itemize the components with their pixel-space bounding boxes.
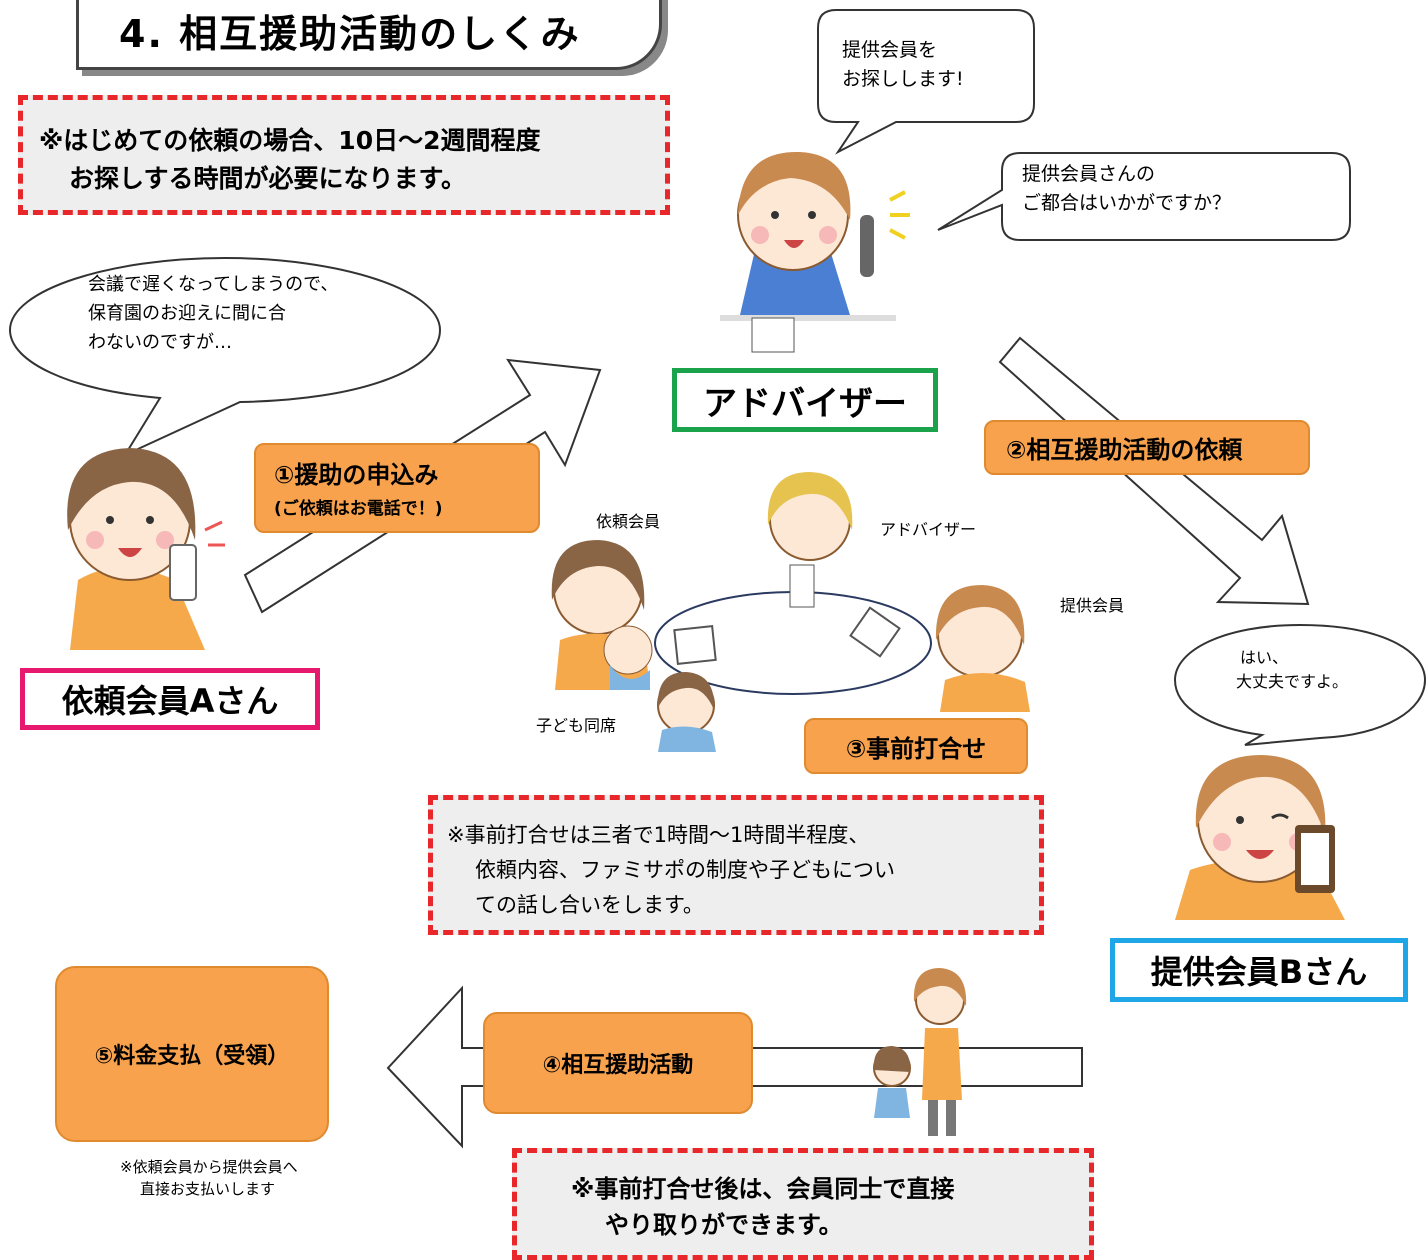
activity-figures bbox=[873, 968, 967, 1136]
provider-bubble-line1: はい、 bbox=[1240, 648, 1289, 667]
page-title: 4. 相互援助活動のしくみ bbox=[119, 12, 581, 56]
meeting-provider-figure bbox=[935, 585, 1030, 712]
top-note-line1: ※はじめての依頼の場合、10日〜2週間程度 bbox=[39, 126, 541, 155]
payment-note-line1: ※依頼会員から提供会員へ bbox=[120, 1158, 298, 1176]
meeting-paper1-shape bbox=[673, 625, 717, 665]
adviser-label: アドバイザー bbox=[672, 368, 938, 432]
meeting-child-label: 子ども同席 bbox=[536, 716, 617, 735]
adviser-label-text: アドバイザー bbox=[703, 383, 907, 424]
meeting-note-line2: 依頼内容、ファミサポの制度や子どもについ bbox=[475, 858, 895, 882]
provider-bubble: はい、 大丈夫ですよ。 bbox=[1236, 646, 1349, 694]
payment-note-line2: 直接お支払いします bbox=[140, 1180, 276, 1198]
meeting-requester-label: 依頼会員 bbox=[596, 512, 661, 531]
adviser-bubble1-shape bbox=[817, 9, 1035, 155]
title-box: 4. 相互援助活動のしくみ bbox=[76, 0, 662, 70]
meeting-note: ※事前打合せは三者で1時間〜1時間半程度、 依頼内容、ファミサポの制度や子どもに… bbox=[428, 795, 1044, 935]
top-note-line2: お探しする時間が必要になります。 bbox=[69, 164, 467, 193]
step5-label: ⑤料金支払（受領） bbox=[94, 1044, 290, 1069]
requester-bubble-shape bbox=[8, 256, 442, 458]
step1-box: ①援助の申込み (ご依頼はお電話で！) bbox=[254, 443, 540, 533]
adviser-bubble2-line1: 提供会員さんの bbox=[1022, 163, 1156, 185]
step1-label: ①援助の申込み bbox=[274, 461, 439, 489]
requester-bubble-line1: 会議で遅くなってしまうので、 bbox=[88, 274, 339, 295]
requester-figure bbox=[67, 448, 225, 650]
step1-sublabel: (ご依頼はお電話で！) bbox=[274, 499, 443, 519]
top-note: ※はじめての依頼の場合、10日〜2週間程度 お探しする時間が必要になります。 bbox=[18, 95, 670, 215]
meeting-provider-label: 提供会員 bbox=[1060, 596, 1125, 615]
adviser-bubble1-line2: お探しします! bbox=[842, 68, 964, 90]
step3-box: ③事前打合せ bbox=[804, 718, 1028, 774]
step3-label: ③事前打合せ bbox=[845, 734, 987, 763]
adviser-bubble1-line1: 提供会員を bbox=[842, 39, 938, 61]
meeting-adviser-label: アドバイザー bbox=[880, 520, 977, 539]
meeting-requester-figure bbox=[551, 540, 653, 690]
step4-label: ④相互援助活動 bbox=[542, 1053, 694, 1078]
meeting-adviser-figure bbox=[767, 472, 853, 608]
payment-note: ※依頼会員から提供会員へ 直接お支払いします bbox=[120, 1156, 298, 1200]
meeting-child-figure bbox=[657, 672, 716, 752]
adviser-bubble2-shape bbox=[937, 152, 1351, 241]
requester-bubble: 会議で遅くなってしまうので、 保育園のお迎えに間に合 わないのですが… bbox=[88, 270, 338, 357]
requester-bubble-line2: 保育園のお迎えに間に合 bbox=[88, 303, 286, 324]
requester-label-text: 依頼会員Aさん bbox=[61, 682, 279, 720]
step4-box: ④相互援助活動 bbox=[483, 1012, 753, 1114]
after-note: ※事前打合せ後は、会員同士で直接 やり取りができます。 bbox=[512, 1148, 1094, 1260]
after-note-line2: やり取りができます。 bbox=[605, 1211, 843, 1239]
meeting-paper2-shape bbox=[849, 606, 901, 658]
requester-bubble-line3: わないのですが… bbox=[88, 332, 232, 353]
adviser-figure bbox=[720, 151, 910, 353]
provider-bubble-line2: 大丈夫ですよ。 bbox=[1236, 672, 1349, 691]
requester-label: 依頼会員Aさん bbox=[20, 668, 320, 730]
adviser-bubble2-line2: ご都合はいかがですか？ bbox=[1022, 192, 1232, 214]
step5-box: ⑤料金支払（受領） bbox=[55, 966, 329, 1142]
provider-figure bbox=[1175, 755, 1345, 920]
meeting-note-line3: ての話し合いをします。 bbox=[475, 893, 704, 917]
meeting-note-line1: ※事前打合せは三者で1時間〜1時間半程度、 bbox=[447, 823, 870, 847]
step2-box: ②相互援助活動の依頼 bbox=[984, 420, 1310, 475]
adviser-bubble2: 提供会員さんの ご都合はいかがですか？ bbox=[1022, 160, 1231, 218]
provider-bubble-shape bbox=[1173, 623, 1427, 746]
adviser-bubble1: 提供会員を お探しします! bbox=[842, 36, 964, 94]
after-note-line1: ※事前打合せ後は、会員同士で直接 bbox=[571, 1175, 955, 1203]
provider-label: 提供会員Bさん bbox=[1110, 938, 1408, 1002]
step2-label: ②相互援助活動の依頼 bbox=[1006, 436, 1243, 464]
provider-label-text: 提供会員Bさん bbox=[1150, 953, 1368, 991]
